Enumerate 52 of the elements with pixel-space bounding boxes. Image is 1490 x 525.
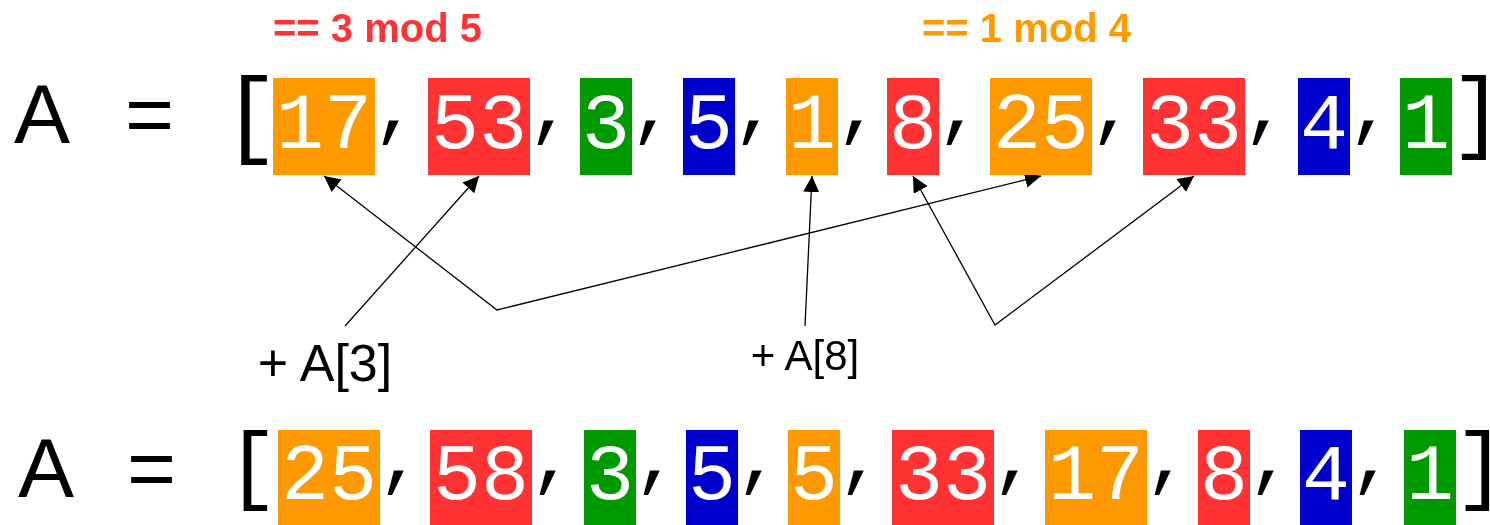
offset-label: + A[3] [250, 330, 400, 396]
array-cell: 4 [1300, 430, 1352, 525]
comma: , [378, 424, 424, 500]
comma: , [373, 74, 419, 150]
comma: , [634, 424, 680, 500]
comma: , [736, 424, 782, 500]
comma: , [630, 74, 676, 150]
comma: , [1248, 424, 1294, 500]
comma: , [937, 74, 983, 150]
arrow [912, 175, 1195, 326]
array-cell: 5 [686, 430, 738, 525]
array-cell: 17 [1045, 430, 1147, 525]
array-cell: 1 [1404, 430, 1456, 525]
comma: , [992, 424, 1038, 500]
array-cell: 8 [887, 78, 939, 175]
array-cell: 3 [584, 430, 636, 525]
comma: , [1350, 424, 1396, 500]
bracket: ] [1454, 426, 1490, 514]
comma: , [1348, 74, 1394, 150]
array-cell: 33 [1143, 78, 1245, 175]
array-cell: 25 [278, 430, 380, 525]
bracket: [ [226, 426, 279, 514]
array-name: A [14, 72, 71, 156]
comma: , [1145, 424, 1191, 500]
condition-label: == 3 mod 5 [273, 8, 482, 48]
array-cell: 4 [1298, 78, 1350, 175]
array-cell: 5 [788, 430, 840, 525]
comma: , [1243, 74, 1289, 150]
condition-label: == 1 mod 4 [922, 8, 1131, 48]
comma: , [838, 424, 884, 500]
comma: , [836, 74, 882, 150]
offset-label: + A[8] [742, 330, 868, 382]
array-cell: 1 [786, 78, 838, 175]
comma: , [733, 74, 779, 150]
array-cell: 3 [580, 78, 632, 175]
array-cell: 25 [990, 78, 1092, 175]
comma: , [528, 74, 574, 150]
arrow [344, 175, 480, 327]
array-name: A [18, 426, 75, 510]
bracket: ] [1450, 72, 1490, 162]
array-cell: 17 [273, 78, 375, 175]
array-cell: 58 [430, 430, 532, 525]
arrow [803, 175, 820, 327]
comma: , [1090, 74, 1136, 150]
equals-sign: = [127, 426, 177, 510]
array-cell: 33 [892, 430, 994, 525]
array-cell: 8 [1198, 430, 1250, 525]
array-cell: 5 [683, 78, 735, 175]
array-cell: 53 [428, 78, 530, 175]
comma: , [530, 424, 576, 500]
equals-sign: = [125, 72, 175, 156]
array-cell: 1 [1400, 78, 1452, 175]
